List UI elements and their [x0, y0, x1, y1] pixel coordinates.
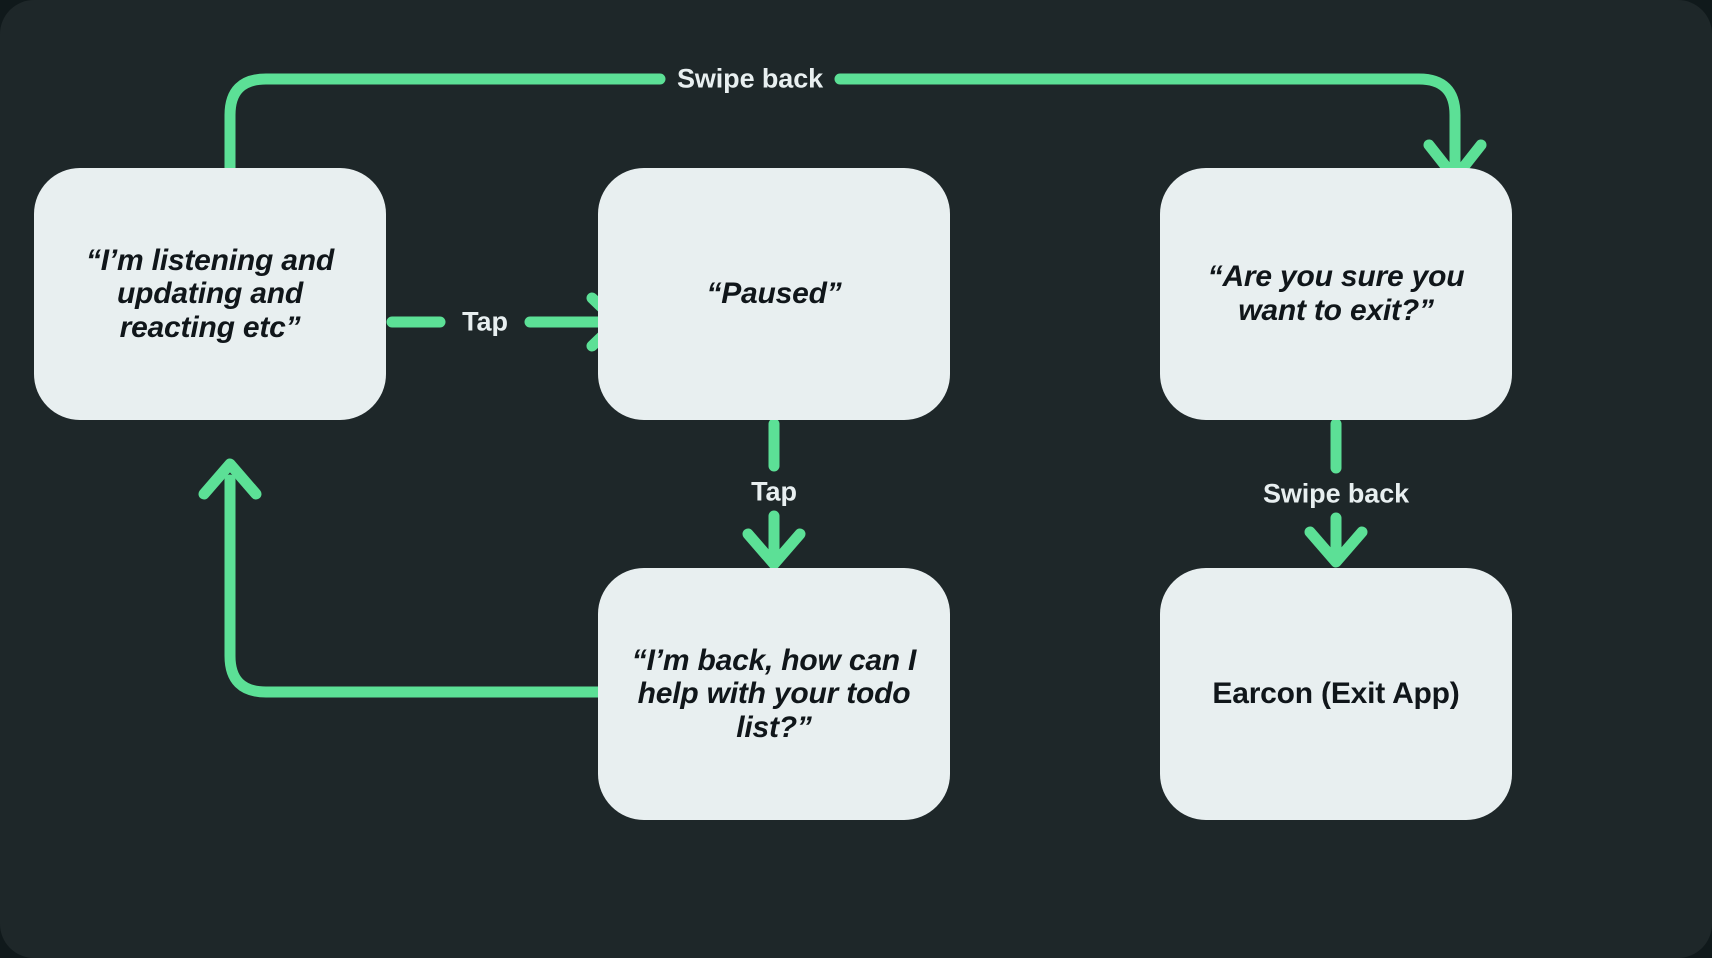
edge-back-to-listening-line	[224, 474, 604, 698]
edge-back-to-listening-arrowhead	[198, 458, 262, 500]
edge-label-listening-to-exit: Swipe back	[676, 63, 824, 94]
edge-label-exit-to-earcon: Swipe back	[1262, 478, 1410, 509]
node-back[interactable]: “I’m back, how can I help with your todo…	[598, 568, 950, 820]
node-listening-label: “I’m listening and updating and reacting…	[85, 243, 335, 344]
edge-listening-to-exit-line	[224, 73, 666, 174]
node-paused-label: “Paused”	[706, 277, 842, 311]
edge-paused-to-back-arrowhead	[742, 528, 806, 570]
edge-label-listening-to-paused: Tap	[462, 306, 508, 337]
node-earcon-label: Earcon (Exit App)	[1212, 677, 1460, 711]
node-back-label: “I’m back, how can I help with your todo…	[631, 643, 917, 744]
edge-label-paused-to-back: Tap	[751, 476, 797, 507]
node-listening[interactable]: “I’m listening and updating and reacting…	[34, 168, 386, 420]
node-paused[interactable]: “Paused”	[598, 168, 950, 420]
node-earcon[interactable]: Earcon (Exit App)	[1160, 568, 1512, 820]
edge-listening-to-exit-line-right	[834, 73, 1461, 174]
node-exit-confirm-label: “Are you sure you want to exit?”	[1207, 260, 1465, 327]
node-exit-confirm[interactable]: “Are you sure you want to exit?”	[1160, 168, 1512, 420]
edge-exit-to-earcon-arrowhead	[1304, 526, 1368, 568]
